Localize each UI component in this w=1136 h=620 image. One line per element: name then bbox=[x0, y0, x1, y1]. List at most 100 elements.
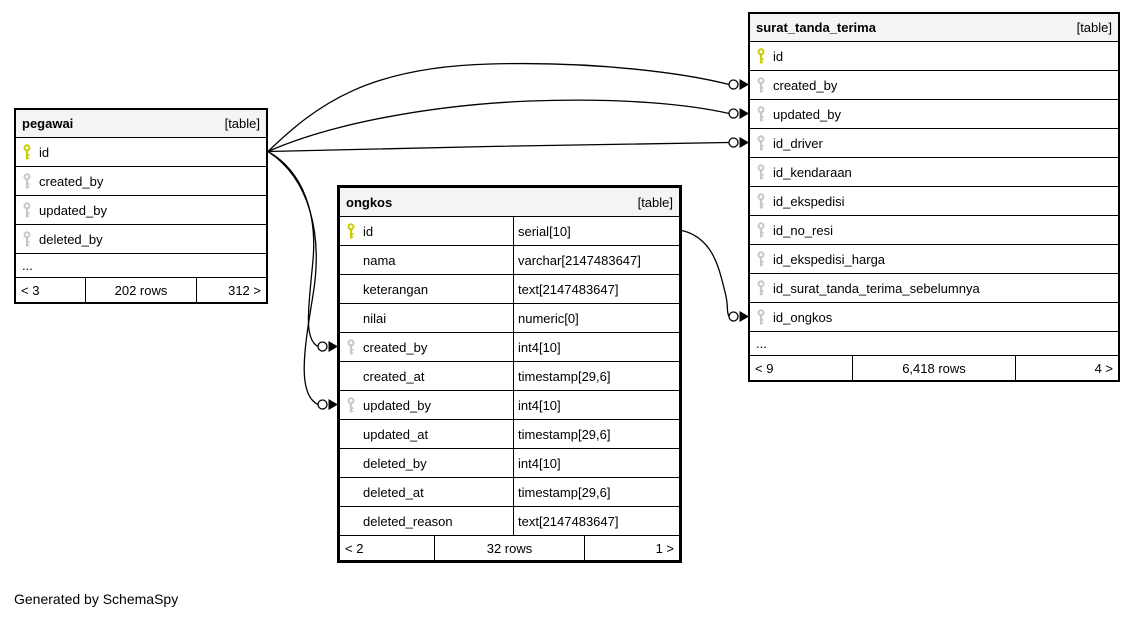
column-type: varchar[2147483647] bbox=[518, 252, 641, 268]
foreign-key-icon bbox=[756, 164, 766, 181]
ellipsis-label: ... bbox=[22, 258, 33, 273]
parents-count: 1 > bbox=[584, 536, 679, 560]
column-row-created-by: created_by bbox=[750, 70, 1118, 99]
foreign-key-icon bbox=[756, 251, 766, 268]
column-row-updated-by: updated_by bbox=[16, 195, 266, 224]
foreign-key-icon bbox=[756, 77, 766, 94]
row-count: 202 rows bbox=[114, 282, 168, 298]
column-row-id: id serial[10] bbox=[340, 216, 679, 245]
column-name: created_by bbox=[39, 173, 104, 189]
table-ongkos[interactable]: ongkos [table] id serial[10] nama varcha… bbox=[337, 185, 682, 563]
column-type: text[2147483647] bbox=[518, 281, 619, 297]
column-row-nama: nama varchar[2147483647] bbox=[340, 245, 679, 274]
column-name: created_by bbox=[773, 77, 838, 93]
column-type: serial[10] bbox=[518, 223, 571, 239]
column-row-id-ongkos: id_ongkos bbox=[750, 302, 1118, 331]
column-row-updated-by: updated_by bbox=[750, 99, 1118, 128]
edge-pegawai-id-to-stt-updated-by bbox=[267, 99, 730, 153]
column-row-id-ekspedisi: id_ekspedisi bbox=[750, 186, 1118, 215]
generated-by-note: Generated by SchemaSpy bbox=[14, 591, 179, 607]
column-row-id-kendaraan: id_kendaraan bbox=[750, 157, 1118, 186]
row-count: 32 rows bbox=[486, 540, 533, 556]
column-type: timestamp[29,6] bbox=[518, 484, 611, 500]
endpoint-stt-id-driver bbox=[728, 137, 749, 148]
column-type: timestamp[29,6] bbox=[518, 368, 611, 384]
foreign-key-icon bbox=[756, 106, 766, 123]
column-row-id-surat-tanda-terima-sebelumnya: id_surat_tanda_terima_sebelumnya bbox=[750, 273, 1118, 302]
column-row-created-by: created_by bbox=[16, 166, 266, 195]
table-name: pegawai bbox=[22, 116, 74, 131]
column-type: numeric[0] bbox=[518, 310, 579, 326]
edge-pegawai-id-to-ongkos-created-by bbox=[267, 150, 319, 348]
column-name: id_surat_tanda_terima_sebelumnya bbox=[773, 280, 980, 296]
table-ongkos-header[interactable]: ongkos [table] bbox=[340, 188, 679, 216]
column-row-id: id bbox=[750, 41, 1118, 70]
edge-endpoints bbox=[317, 79, 749, 410]
column-row-nilai: nilai numeric[0] bbox=[340, 303, 679, 332]
column-type: int4[10] bbox=[518, 397, 561, 413]
table-type-label: [table] bbox=[224, 116, 260, 131]
column-name: id_no_resi bbox=[773, 222, 833, 238]
column-row-keterangan: keterangan text[2147483647] bbox=[340, 274, 679, 303]
children-count: < 3 bbox=[16, 278, 86, 302]
foreign-key-icon bbox=[346, 397, 356, 414]
foreign-key-icon bbox=[756, 135, 766, 152]
primary-key-icon bbox=[22, 144, 32, 161]
foreign-key-icon bbox=[346, 339, 356, 356]
table-name: surat_tanda_terima bbox=[756, 20, 876, 35]
column-type: int4[10] bbox=[518, 339, 561, 355]
table-stats-row: < 2 32 rows 1 > bbox=[340, 535, 679, 560]
column-name: deleted_by bbox=[39, 231, 103, 247]
table-name: ongkos bbox=[346, 194, 393, 210]
column-name: id bbox=[773, 48, 784, 64]
edge-pegawai-id-to-stt-id-driver bbox=[267, 141, 730, 153]
column-type: int4[10] bbox=[518, 455, 561, 471]
children-count: < 2 bbox=[340, 536, 435, 560]
parents-count: 4 > bbox=[1014, 356, 1118, 380]
endpoint-stt-id-ongkos bbox=[728, 311, 749, 322]
column-row-id-ekspedisi-harga: id_ekspedisi_harga bbox=[750, 244, 1118, 273]
table-type-label: [table] bbox=[1076, 20, 1112, 35]
column-row-deleted-by: deleted_by bbox=[16, 224, 266, 253]
foreign-key-icon bbox=[22, 202, 32, 219]
parents-count: 312 > bbox=[196, 278, 266, 302]
table-surat-tanda-terima[interactable]: surat_tanda_terima [table] id created_by… bbox=[748, 12, 1120, 382]
table-pegawai-header[interactable]: pegawai [table] bbox=[16, 110, 266, 137]
endpoint-ongkos-updated-by bbox=[317, 399, 338, 410]
column-name: nama bbox=[363, 252, 396, 268]
columns-ellipsis-row: ... bbox=[16, 253, 266, 277]
foreign-key-icon bbox=[22, 231, 32, 248]
column-row-updated-at: updated_at timestamp[29,6] bbox=[340, 419, 679, 448]
column-name: deleted_reason bbox=[363, 513, 453, 529]
column-name: updated_by bbox=[773, 106, 841, 122]
column-name: updated_by bbox=[363, 397, 431, 413]
column-name: id bbox=[39, 144, 50, 160]
column-row-deleted-at: deleted_at timestamp[29,6] bbox=[340, 477, 679, 506]
column-row-updated-by: updated_by int4[10] bbox=[340, 390, 679, 419]
endpoint-stt-created-by bbox=[728, 79, 749, 90]
table-stats-row: < 9 6,418 rows 4 > bbox=[750, 355, 1118, 380]
edge-ongkos-id-to-stt-id-ongkos bbox=[681, 229, 730, 317]
column-name: keterangan bbox=[363, 281, 429, 297]
endpoint-stt-updated-by bbox=[728, 108, 749, 119]
column-name: updated_at bbox=[363, 426, 429, 442]
column-name: deleted_by bbox=[363, 455, 427, 471]
column-name: id_ekspedisi bbox=[773, 193, 845, 209]
column-row-id-no-resi: id_no_resi bbox=[750, 215, 1118, 244]
table-surat-tanda-terima-header[interactable]: surat_tanda_terima [table] bbox=[750, 14, 1118, 41]
primary-key-icon bbox=[346, 223, 356, 240]
column-name: id_ekspedisi_harga bbox=[773, 251, 886, 267]
column-name: nilai bbox=[363, 310, 387, 326]
edge-pegawai-id-to-stt-created-by bbox=[267, 62, 730, 152]
column-row-created-by: created_by int4[10] bbox=[340, 332, 679, 361]
foreign-key-icon bbox=[22, 173, 32, 190]
column-name: updated_by bbox=[39, 202, 107, 218]
column-name: id_kendaraan bbox=[773, 164, 852, 180]
table-pegawai[interactable]: pegawai [table] id created_by updated_by… bbox=[14, 108, 268, 304]
primary-key-icon bbox=[756, 48, 766, 65]
columns-ellipsis-row: ... bbox=[750, 331, 1118, 355]
column-name: id_driver bbox=[773, 135, 823, 151]
column-row-deleted-by: deleted_by int4[10] bbox=[340, 448, 679, 477]
column-row-deleted-reason: deleted_reason text[2147483647] bbox=[340, 506, 679, 535]
